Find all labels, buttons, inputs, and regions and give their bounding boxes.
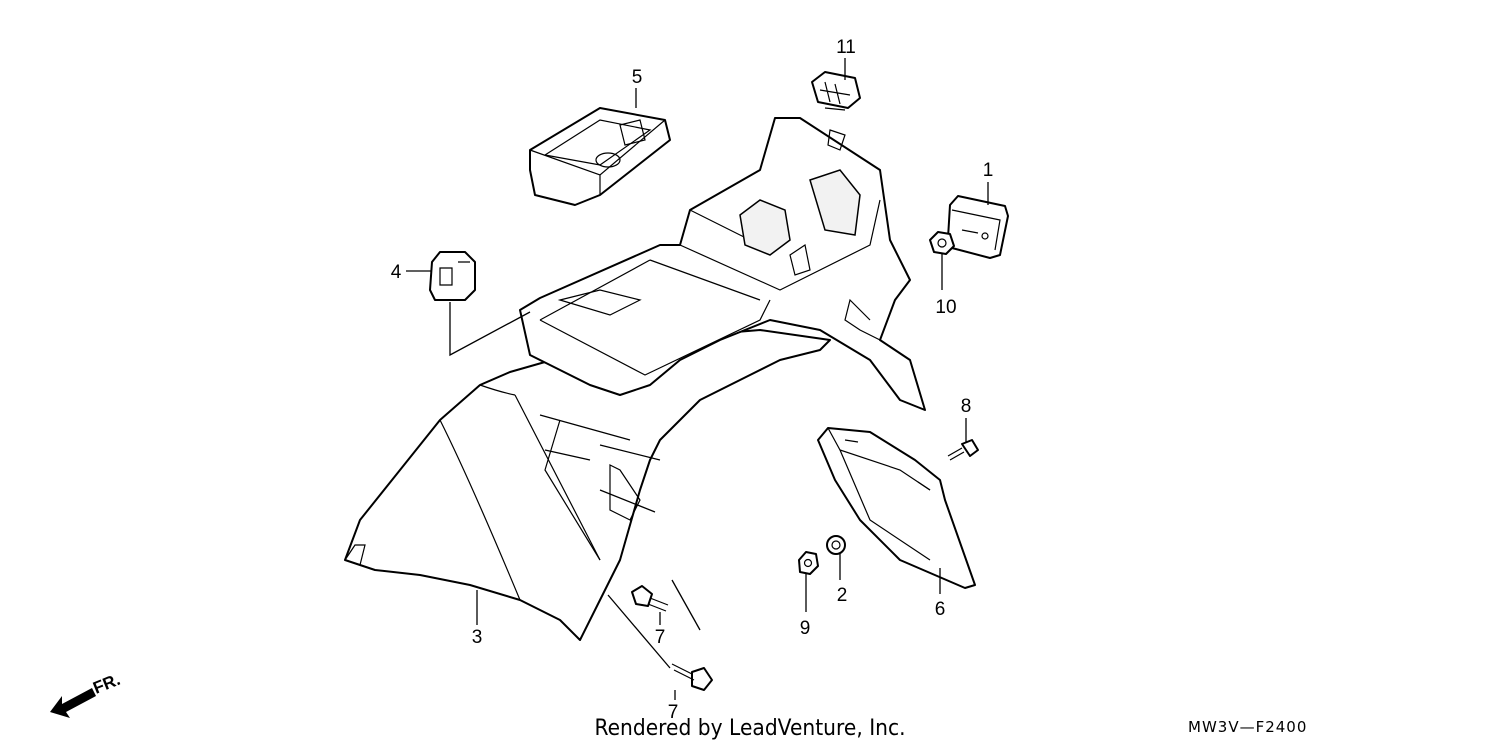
callout-3: 3 xyxy=(472,627,483,648)
callout-7-lower: 7 xyxy=(668,702,679,723)
front-direction-arrow: FR. xyxy=(50,670,123,718)
bolt-part-7-upper[interactable] xyxy=(631,585,669,612)
rear-fender-part[interactable] xyxy=(344,329,831,641)
fender-upper-tray[interactable] xyxy=(519,117,926,411)
bolt-part-8[interactable] xyxy=(947,439,979,461)
render-credit: Rendered by LeadVenture, Inc. xyxy=(594,716,906,741)
bolt-part-7-lower[interactable] xyxy=(671,663,713,691)
callout-8: 8 xyxy=(961,396,972,417)
callout-7-upper: 7 xyxy=(655,627,666,648)
relay-part[interactable] xyxy=(811,71,861,111)
callout-6: 6 xyxy=(935,599,946,620)
nut-part-9[interactable] xyxy=(798,551,819,575)
callout-9: 9 xyxy=(800,618,811,639)
callout-10: 10 xyxy=(935,297,956,318)
callout-5: 5 xyxy=(632,67,643,88)
grommet-part-2[interactable] xyxy=(826,535,846,555)
leader-lines xyxy=(406,58,989,700)
front-direction-label: FR. xyxy=(90,670,123,698)
callout-4: 4 xyxy=(391,262,402,283)
reflector-part[interactable] xyxy=(947,195,1009,259)
nut-part-10[interactable] xyxy=(929,231,955,255)
tray-cover-part[interactable] xyxy=(529,107,671,206)
connector-part[interactable] xyxy=(429,251,476,301)
drawing-code: MW3V—F2400 xyxy=(1188,718,1308,736)
callout-1: 1 xyxy=(983,160,994,181)
callout-2: 2 xyxy=(837,585,848,606)
side-cover-part[interactable] xyxy=(817,427,976,589)
callout-labels: 5 11 1 4 10 8 2 6 9 3 7 7 xyxy=(391,37,994,723)
callout-11: 11 xyxy=(836,37,856,58)
